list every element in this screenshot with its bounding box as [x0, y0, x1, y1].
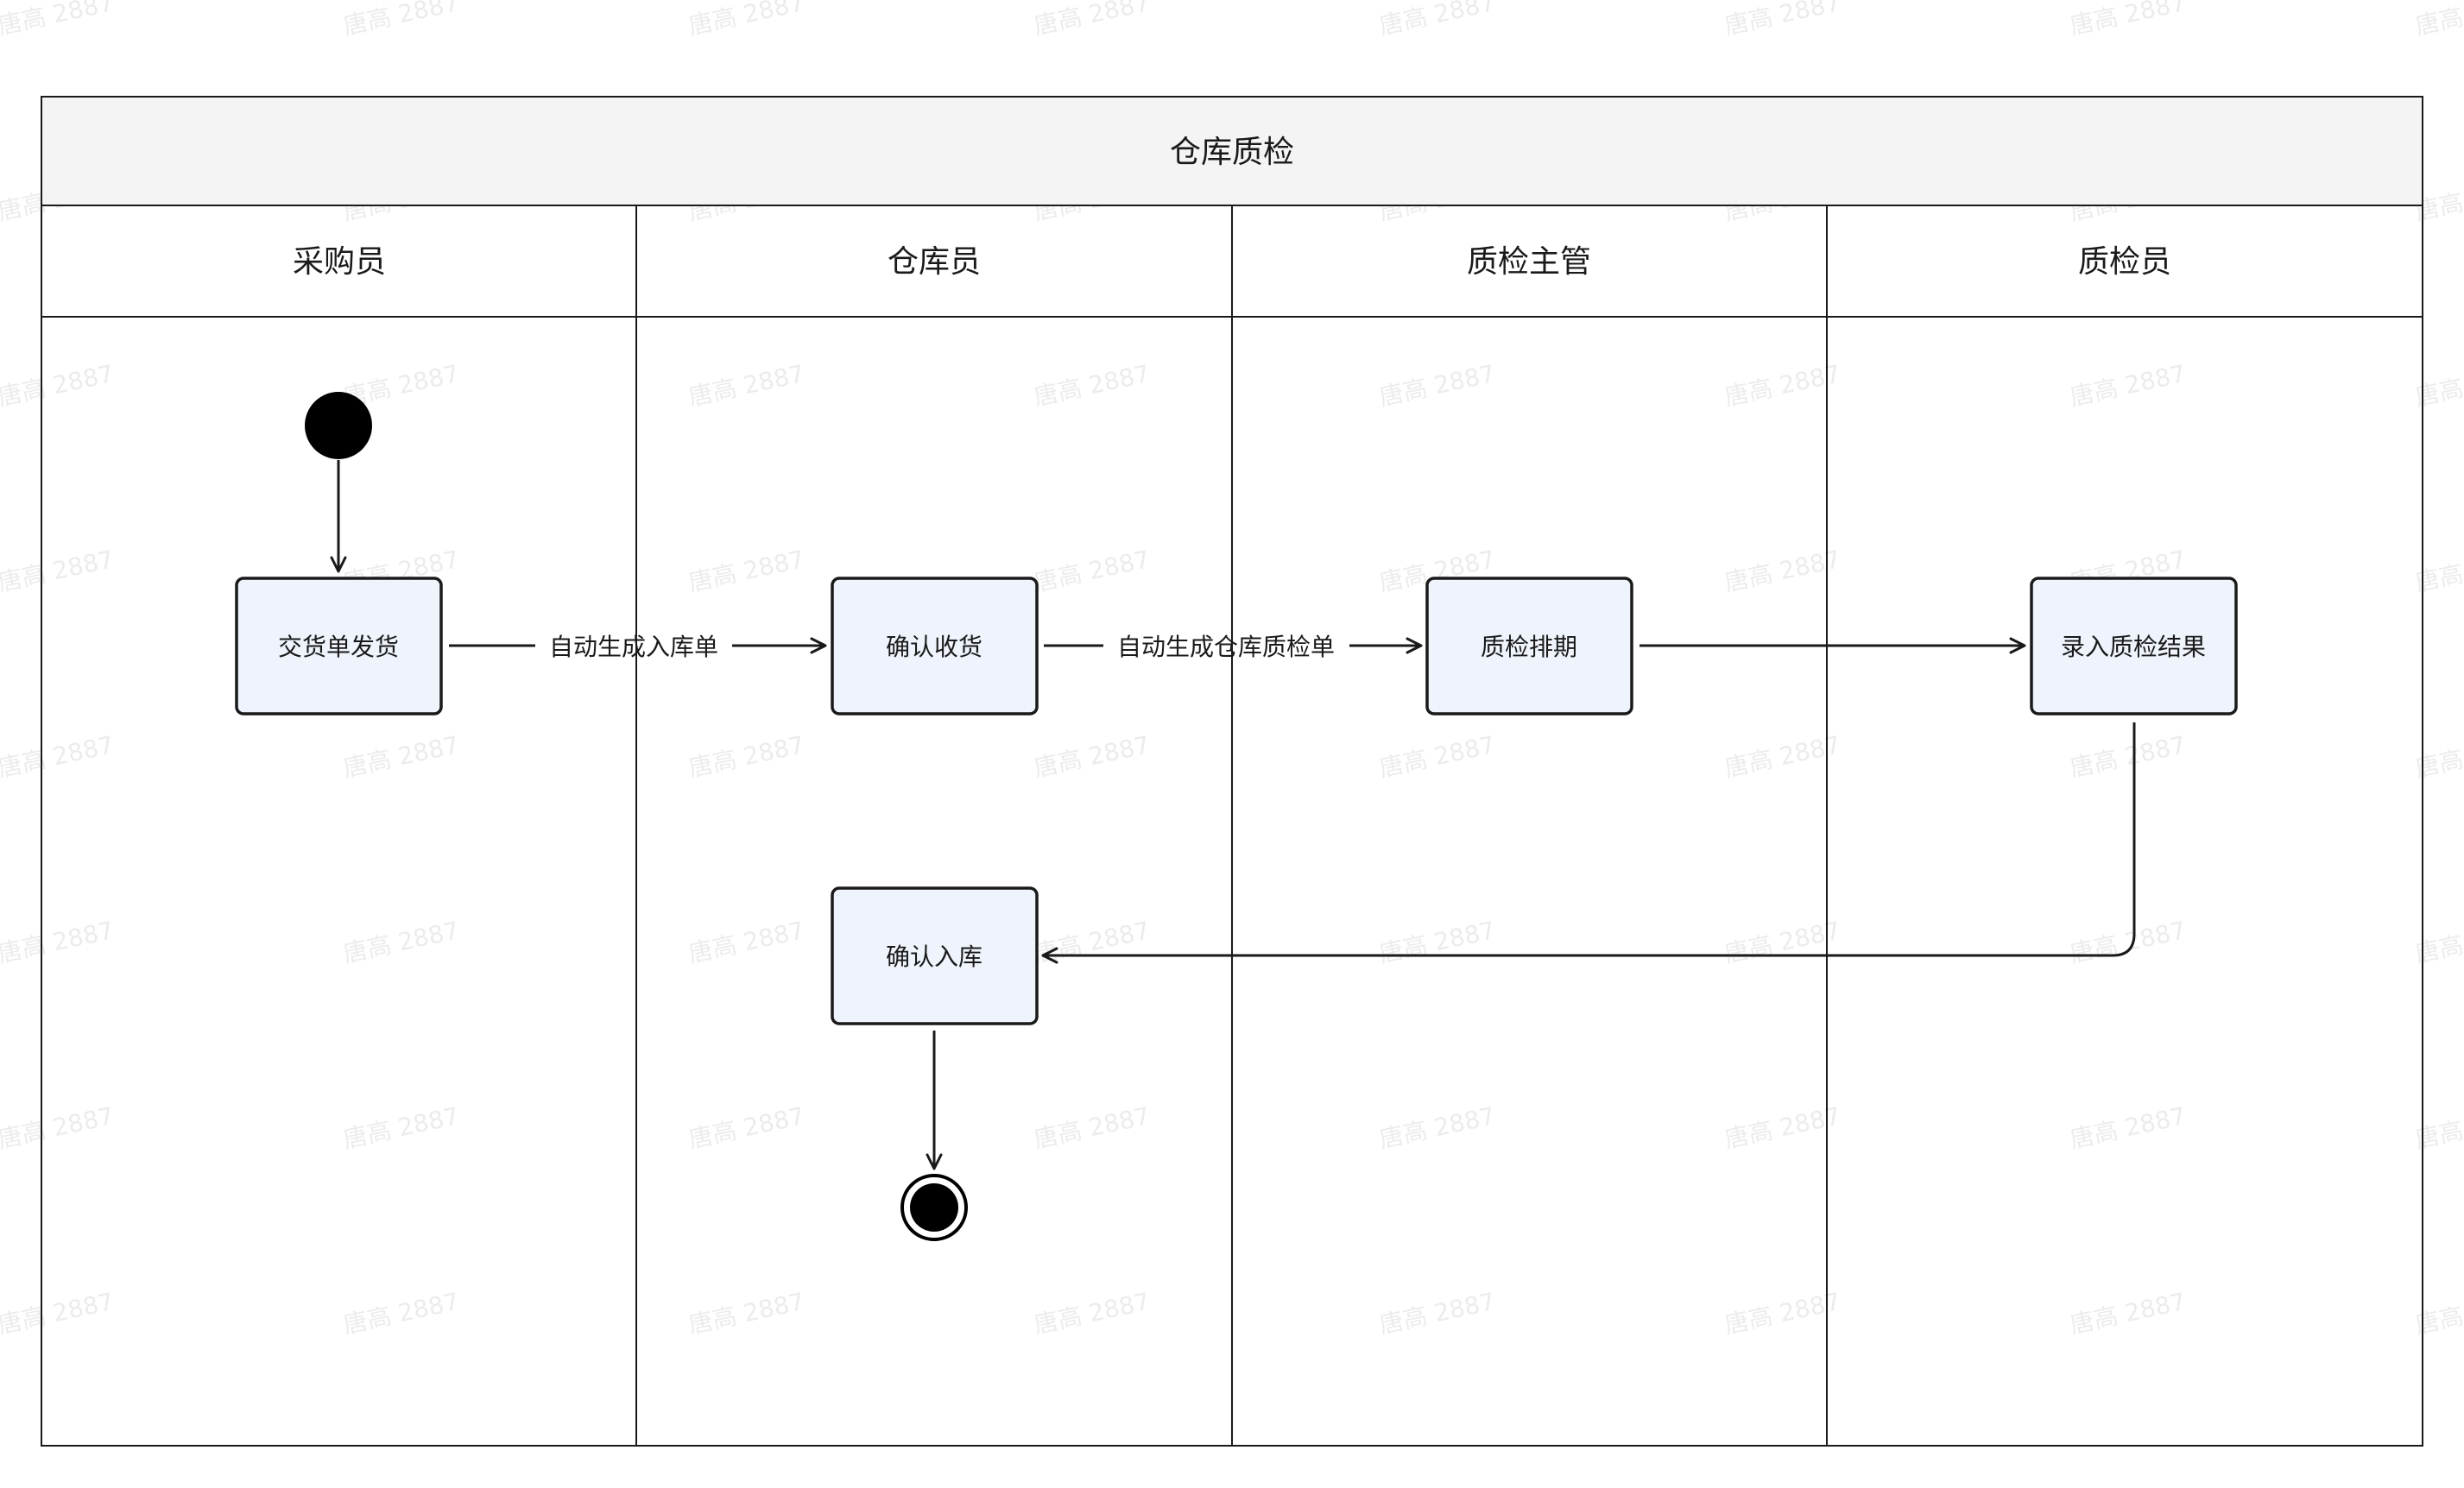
activity-schedule: 质检排期 — [1425, 577, 1633, 716]
activity-receive-label: 确认收货 — [886, 633, 982, 661]
lane-header-inspector: 质检员 — [2078, 244, 2171, 280]
edge-label-auto-qc-order: 自动生成仓库质检单 — [1117, 633, 1335, 661]
activity-ship: 交货单发货 — [235, 577, 443, 716]
edge-record-to-stock-in — [1041, 722, 2136, 964]
activity-schedule-label: 质检排期 — [1481, 633, 1577, 661]
pool-title: 仓库质检 — [1170, 135, 1294, 170]
pool-title-band — [41, 97, 2423, 205]
activity-schedule-box — [1425, 577, 1633, 716]
activity-ship-box — [235, 577, 443, 716]
activity-stock-in-box — [831, 886, 1039, 1025]
activity-receive-box — [831, 577, 1039, 716]
start-node — [305, 392, 372, 459]
edge-label-auto-inbound-order: 自动生成入库单 — [549, 633, 718, 661]
end-node — [900, 1174, 968, 1241]
activity-record-label: 录入质检结果 — [2061, 633, 2206, 661]
activity-stock-in-label: 确认入库 — [886, 943, 982, 971]
activity-record-box — [2030, 577, 2238, 716]
lane-header-purchaser: 采购员 — [293, 244, 386, 280]
lane-header-qc-manager: 质检主管 — [1467, 244, 1591, 280]
activity-receive: 确认收货 — [831, 577, 1039, 716]
activity-ship-label: 交货单发货 — [278, 633, 399, 661]
lane-header-warehouse: 仓库员 — [888, 244, 981, 280]
activity-stock-in: 确认入库 — [831, 886, 1039, 1025]
end-node-core — [910, 1183, 958, 1232]
activity-record: 录入质检结果 — [2030, 577, 2238, 716]
